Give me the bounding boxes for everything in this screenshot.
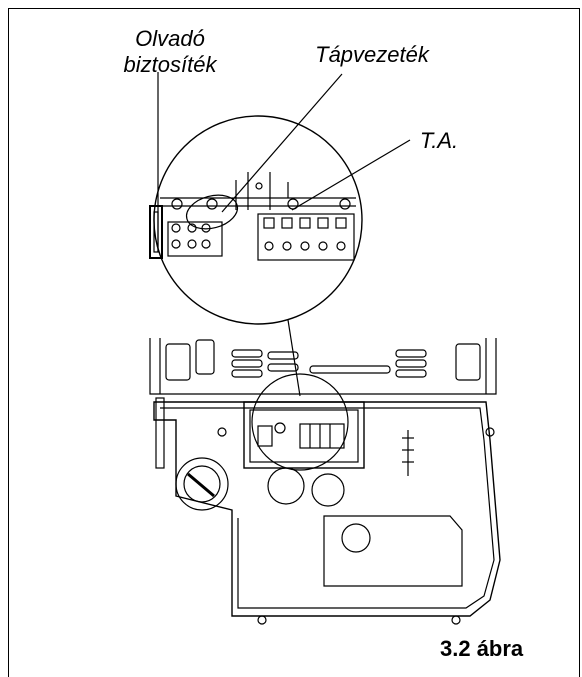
leader-zoom xyxy=(287,319,301,397)
terminal-icon xyxy=(282,241,292,251)
slot xyxy=(165,343,191,381)
terminal-icon xyxy=(335,217,347,229)
terminal-icon xyxy=(299,217,311,229)
small-terminal xyxy=(274,422,286,434)
terminal-housing-inner xyxy=(249,409,359,463)
terminal-housing xyxy=(243,401,365,469)
small-terminal-block xyxy=(299,423,345,449)
label-fuse: Olvadó biztosíték xyxy=(100,26,240,78)
lower-hole xyxy=(341,523,371,553)
terminal-row-bottom xyxy=(264,241,346,251)
small-detail-circle xyxy=(251,373,349,471)
terminal-block-power xyxy=(167,221,223,257)
leader-power-cord xyxy=(221,73,343,213)
terminal-icon xyxy=(171,239,181,249)
screw-icon xyxy=(217,427,227,437)
figure-caption: 3.2 ábra xyxy=(440,636,524,661)
detail-screw-hole xyxy=(255,182,263,190)
terminal-icon xyxy=(281,217,293,229)
terminal-icon xyxy=(264,241,274,251)
label-fuse-line2: biztosíték xyxy=(123,52,217,77)
slot xyxy=(195,339,215,375)
cable-gland xyxy=(267,467,305,505)
screw-icon xyxy=(339,198,351,210)
upper-housing-outline xyxy=(149,338,497,395)
terminal-icon xyxy=(187,239,197,249)
screw-icon xyxy=(206,198,218,210)
terminal-icon xyxy=(187,223,197,233)
terminal-icon xyxy=(336,241,346,251)
terminal-row-top xyxy=(263,217,347,229)
terminal-icon xyxy=(263,217,275,229)
vent-slot xyxy=(231,359,263,368)
vent-slot xyxy=(309,365,391,374)
terminal-icon xyxy=(201,239,211,249)
screw-icon xyxy=(257,615,267,625)
lower-recess xyxy=(323,515,463,587)
vent-slot xyxy=(395,349,427,358)
side-rail xyxy=(155,397,165,469)
screw-icon xyxy=(451,615,461,625)
power-cord-outline xyxy=(185,194,239,230)
label-fuse-line1: Olvadó xyxy=(135,26,205,51)
lower-body-outline xyxy=(153,401,501,617)
rotary-component xyxy=(175,457,229,511)
label-ta: T.A. xyxy=(419,128,459,153)
figure-frame xyxy=(8,8,580,677)
lower-body-inner xyxy=(160,407,495,609)
lower-body xyxy=(153,373,501,625)
upper-housing xyxy=(149,338,497,395)
cable-gland xyxy=(311,473,345,507)
vent-slot xyxy=(395,369,427,378)
terminal-icon xyxy=(317,217,329,229)
terminal-icon xyxy=(318,241,328,251)
detail-circle xyxy=(149,115,363,325)
terminal-icon xyxy=(300,241,310,251)
terminal-icon xyxy=(171,223,181,233)
label-power-cord: Tápvezeték xyxy=(315,42,429,67)
terminal-block-ta xyxy=(257,213,355,261)
screw-icon xyxy=(171,198,183,210)
small-terminals xyxy=(257,422,345,449)
fuse-body xyxy=(149,205,163,259)
vent-slot xyxy=(267,363,299,372)
rotary-component-slot xyxy=(187,472,215,498)
small-terminal xyxy=(257,425,273,447)
screw-icon xyxy=(485,427,495,437)
vent-slot xyxy=(395,359,427,368)
vent-slot xyxy=(231,369,263,378)
slot xyxy=(455,343,481,381)
vent-slot xyxy=(231,349,263,358)
fuse-element xyxy=(153,211,159,253)
vent-slot xyxy=(267,351,299,360)
terminal-icon xyxy=(201,223,211,233)
screw-icon xyxy=(287,198,299,210)
rotary-component-inner xyxy=(183,465,221,503)
